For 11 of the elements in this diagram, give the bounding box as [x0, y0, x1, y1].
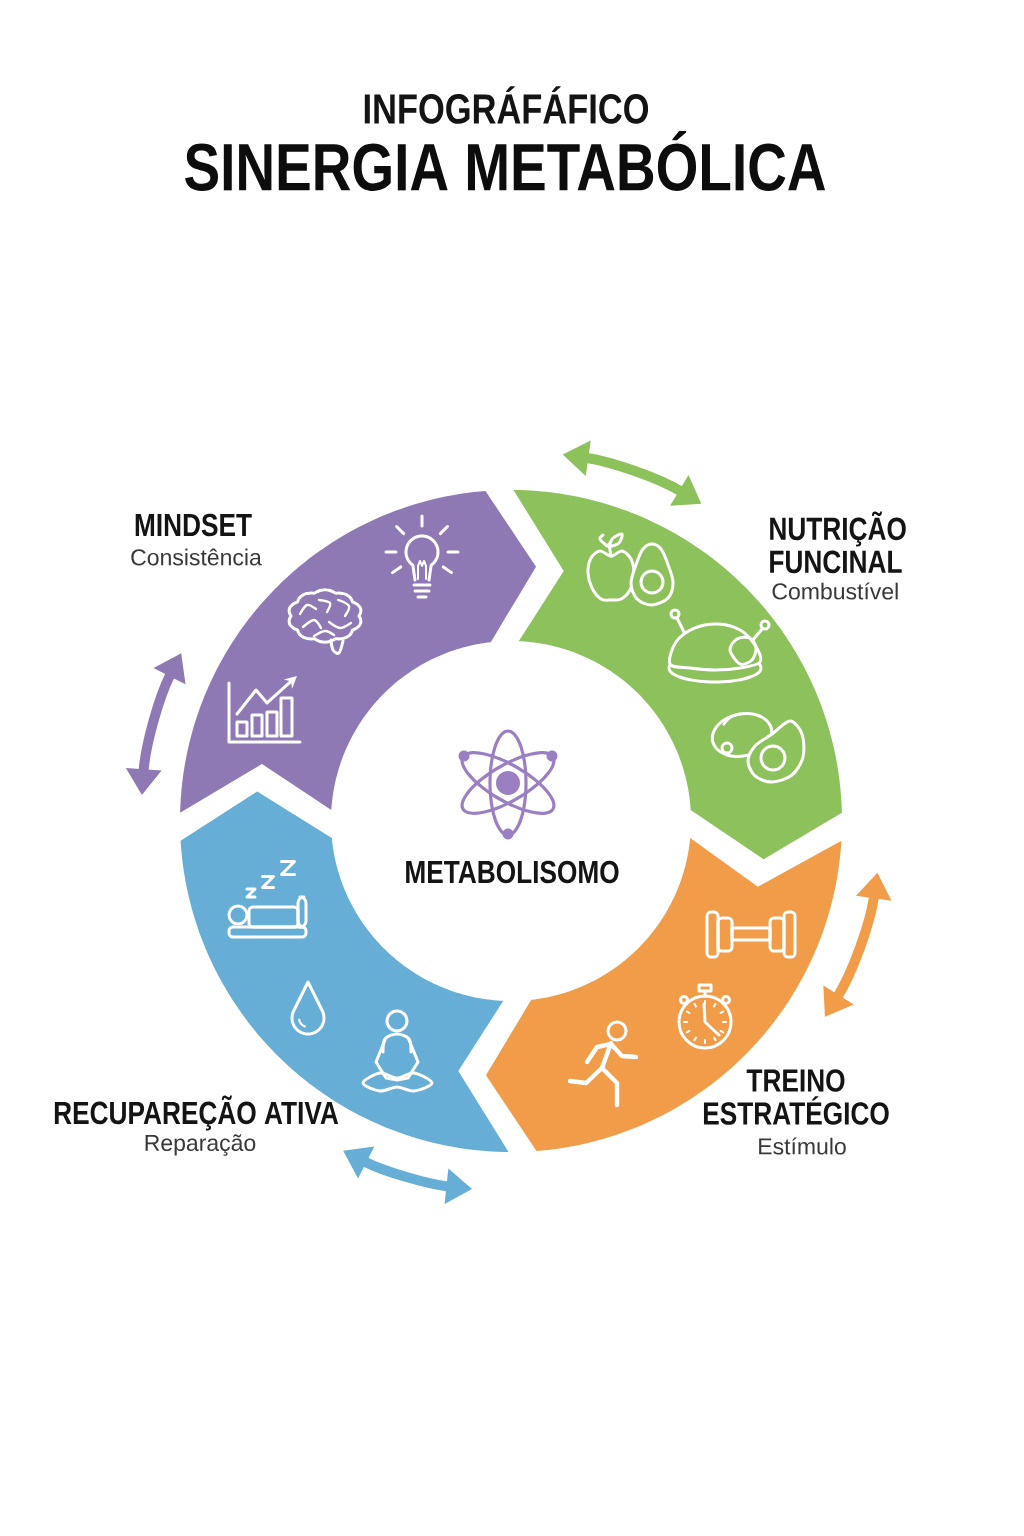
segment-subtitle: Estímulo: [759, 1137, 846, 1155]
title: SINERGIA METABÓLICA: [185, 130, 826, 191]
hub-title: METABOLISOMO: [406, 860, 619, 884]
segment-title: MINDSET: [135, 513, 252, 537]
segment-subtitle: Reparação: [145, 1134, 256, 1156]
segment-title: TREINO ESTRATÉGICO: [703, 1069, 889, 1125]
segment-subtitle: Combustível: [772, 582, 898, 600]
segment-subtitle: Consistência: [131, 548, 262, 566]
segment-title: NUTRIÇÃO FUNCINAL: [770, 511, 906, 574]
segment-title: RECUPAREÇÃO ATIVA: [54, 1095, 339, 1131]
kicker: INFOGRÁFÁFICO: [364, 86, 649, 124]
